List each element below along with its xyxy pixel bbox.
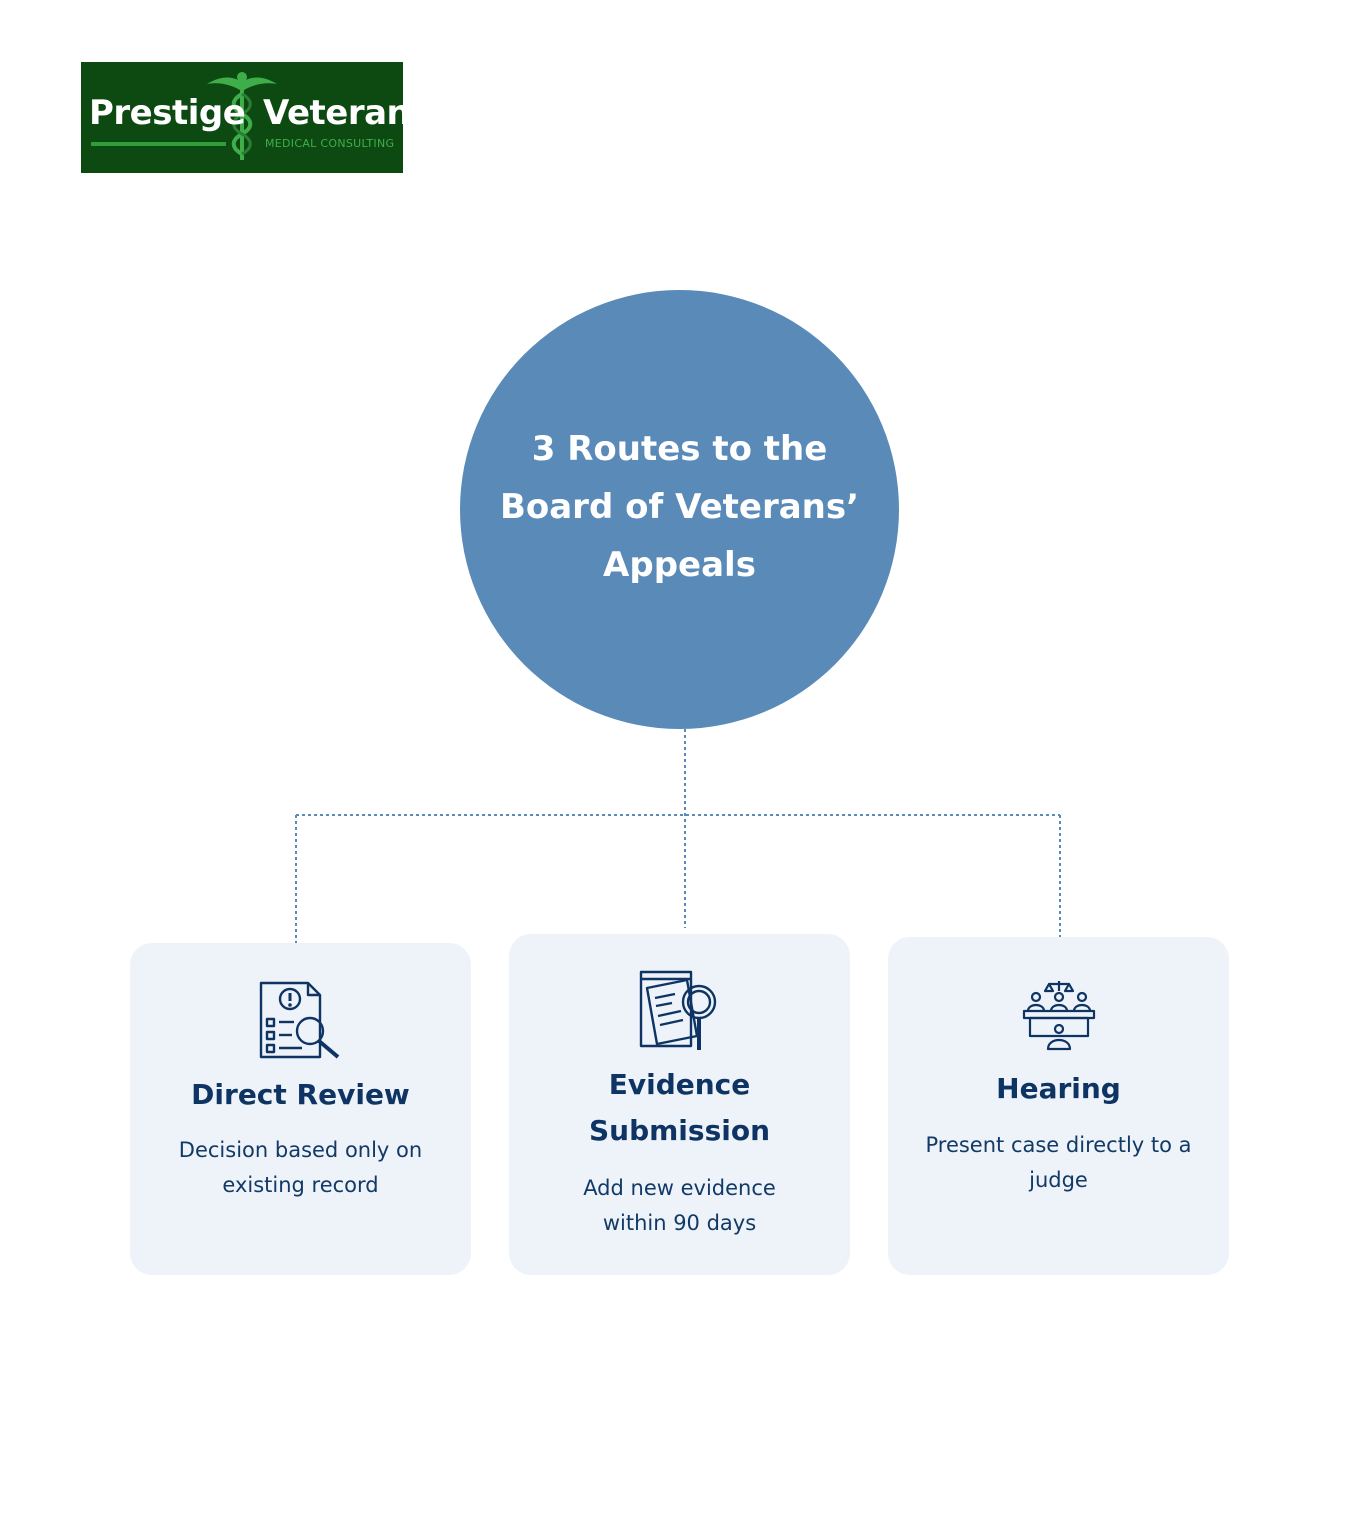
caduceus-icon xyxy=(207,72,277,160)
route-card-hearing: Hearing Present case directly to a judge xyxy=(888,937,1229,1275)
brand-logo: Prestige Veteran MEDICAL CONSULTING xyxy=(81,62,411,173)
hub-title: 3 Routes to the Board of Veterans’ Appea… xyxy=(499,429,860,585)
document-search-icon xyxy=(259,981,340,1059)
route-card-direct-review: Direct Review Decision based only on exi… xyxy=(130,943,471,1275)
route-card-evidence-submission: Evidence Submission Add new evidence wit… xyxy=(509,934,850,1275)
route-title: Evidence Submission xyxy=(588,1068,770,1147)
route-title: Hearing xyxy=(996,1072,1121,1105)
route-description: Add new evidence within 90 days xyxy=(583,1176,776,1235)
logo-word-prestige: Prestige xyxy=(89,93,246,133)
route-description: Decision based only on existing record xyxy=(178,1138,423,1197)
logo-word-veteran: Veteran xyxy=(263,93,411,133)
hub-circle xyxy=(460,290,899,729)
route-description: Present case directly to a judge xyxy=(925,1133,1192,1192)
logo-tagline: MEDICAL CONSULTING xyxy=(265,137,395,150)
evidence-magnifier-icon xyxy=(639,970,717,1050)
route-title: Direct Review xyxy=(191,1078,410,1111)
logo-underline xyxy=(91,142,226,146)
court-hearing-icon xyxy=(1022,981,1096,1051)
